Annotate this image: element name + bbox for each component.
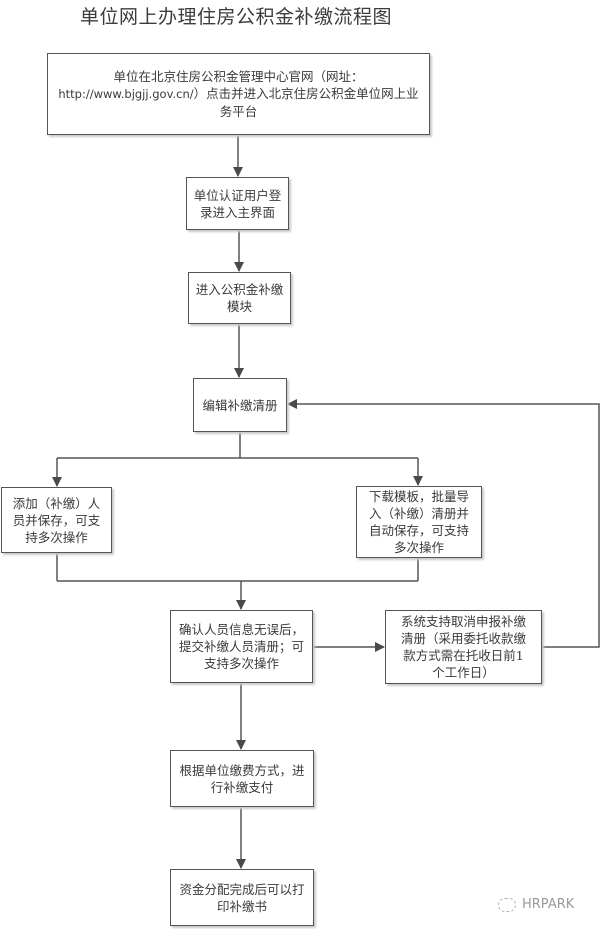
page-title: 单位网上办理住房公积金补缴流程图 bbox=[80, 6, 393, 28]
confirm-line: 提交补缴人员清册；可 bbox=[178, 639, 304, 654]
portal-url: http://www.bjgjj.gov.cn/ bbox=[58, 87, 194, 101]
step-import-box: 下载模板，批量导 入（补缴）清册并 自动保存，可支持 多次操作 bbox=[356, 486, 482, 558]
cancel-line: 个工作日） bbox=[432, 665, 495, 680]
confirm-line: 确认人员信息无误后， bbox=[178, 622, 304, 637]
cancel-line: 款方式需在托收日前1 bbox=[403, 648, 524, 663]
login-line: 单位认证用户登 bbox=[193, 187, 282, 203]
confirm-line: 支持多次操作 bbox=[203, 656, 279, 671]
step-portal-box: 单位在北京住房公积金管理中心官网（网址： http://www.bjgjj.go… bbox=[47, 53, 430, 135]
pay-line: 行补缴支付 bbox=[210, 779, 274, 795]
print-line: 资金分配完成后可以打 bbox=[179, 881, 305, 897]
step-login-box: 单位认证用户登 录进入主界面 bbox=[186, 177, 289, 230]
step-cancel-box: 系统支持取消申报补缴 清册（采用委托收款缴 款方式需在托收日前1 个工作日） bbox=[385, 610, 542, 684]
add-line: 持多次操作 bbox=[25, 529, 88, 545]
add-line: 添加（补缴）人 bbox=[12, 495, 101, 511]
step-edit-box: 编辑补缴清册 bbox=[193, 378, 287, 432]
wechat-icon bbox=[498, 897, 516, 912]
step-pay-box: 根据单位缴费方式，进 行补缴支付 bbox=[170, 750, 314, 807]
loop-back-line bbox=[287, 399, 600, 648]
portal-line1: 单位在北京住房公积金管理中心官网（网址： bbox=[113, 69, 364, 84]
cancel-line: 系统支持取消申报补缴 bbox=[400, 614, 526, 629]
cancel-line: 清册（采用委托收款缴 bbox=[400, 631, 526, 646]
module-line: 模块 bbox=[226, 299, 252, 314]
login-line: 录进入主界面 bbox=[199, 204, 275, 220]
step-add-box: 添加（补缴）人 员并保存，可支 持多次操作 bbox=[1, 487, 112, 553]
step-print-box: 资金分配完成后可以打 印补缴书 bbox=[170, 869, 314, 926]
watermark: HRPARK bbox=[498, 897, 574, 912]
import-line: 多次操作 bbox=[393, 540, 444, 555]
step-confirm-box: 确认人员信息无误后， 提交补缴人员清册；可 支持多次操作 bbox=[170, 610, 313, 683]
import-line: 下载模板，批量导 bbox=[368, 489, 469, 504]
portal-line3: 务平台 bbox=[219, 104, 258, 119]
pay-line: 根据单位缴费方式，进 bbox=[179, 762, 305, 778]
portal-line2: ）点击并进入北京住房公积金单位网上业 bbox=[193, 86, 419, 101]
import-line: 入（补缴）清册并 bbox=[368, 506, 469, 521]
module-line: 进入公积金补缴 bbox=[195, 282, 284, 297]
step-module-box: 进入公积金补缴 模块 bbox=[188, 272, 291, 324]
import-line: 自动保存，可支持 bbox=[368, 523, 469, 538]
add-line: 员并保存，可支 bbox=[12, 512, 101, 528]
print-line: 印补缴书 bbox=[216, 898, 267, 914]
watermark-text: HRPARK bbox=[522, 897, 575, 912]
edit-line: 编辑补缴清册 bbox=[202, 397, 278, 413]
